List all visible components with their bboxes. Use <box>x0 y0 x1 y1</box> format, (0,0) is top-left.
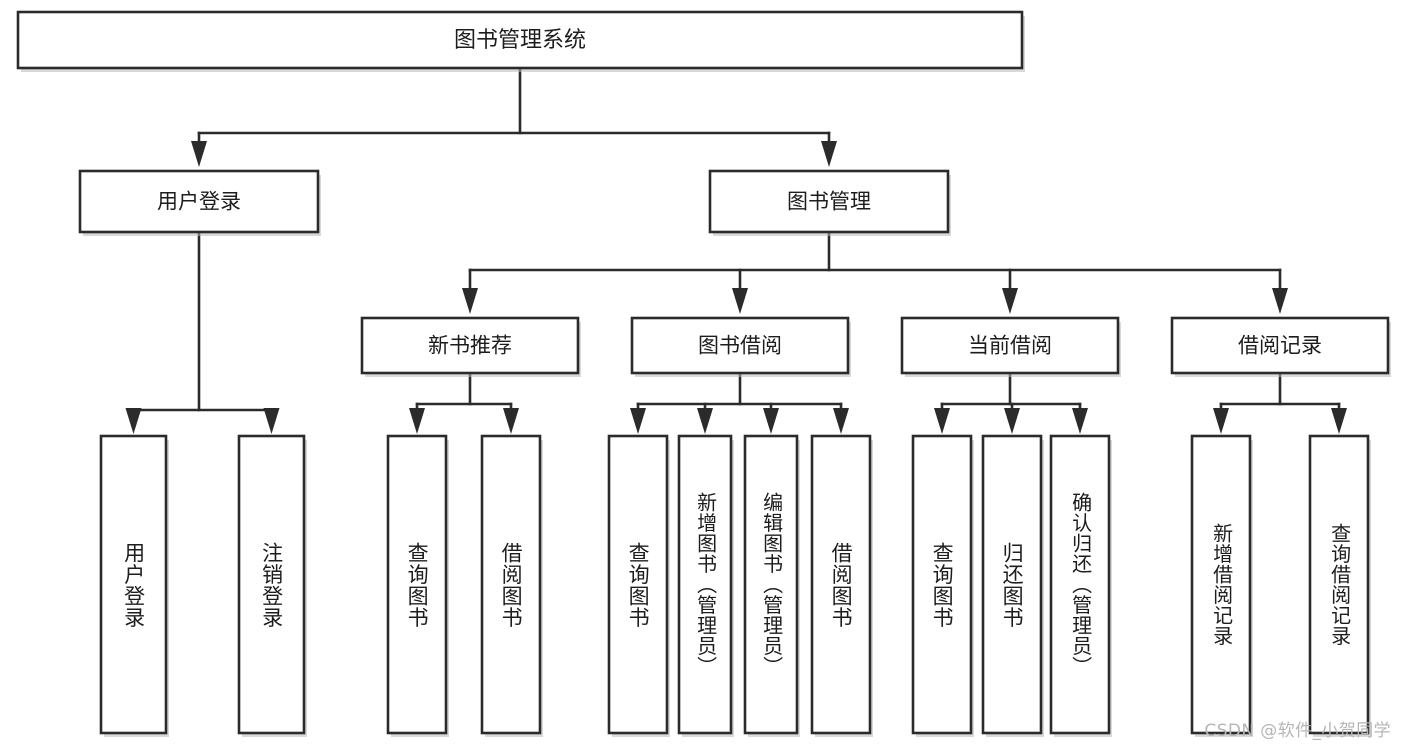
node-box-book-manage[interactable] <box>708 169 950 234</box>
arrow-head <box>462 288 478 314</box>
arrow-head <box>697 408 713 434</box>
arrow-head <box>409 408 425 434</box>
node-box-user-login[interactable] <box>78 169 320 234</box>
node-box-leaf-return-book[interactable] <box>981 434 1043 735</box>
arrow-head <box>1072 408 1088 434</box>
boxes-layer <box>16 10 1391 737</box>
arrow-head <box>1331 408 1347 434</box>
arrow-head <box>934 408 950 434</box>
node-label-book-borrow: 图书借阅 <box>698 334 782 358</box>
node-label-root: 图书管理系统 <box>454 28 586 53</box>
node-label-borrow-record: 借阅记录 <box>1238 334 1322 358</box>
node-label-new-book-rec: 新书推荐 <box>428 334 512 358</box>
arrow-head <box>1002 288 1018 314</box>
arrow-head <box>125 408 142 434</box>
arrow-head <box>191 141 207 167</box>
watermark-text: CSDN @软件_小贺同学 <box>1204 721 1391 741</box>
arrow-head <box>630 408 646 434</box>
arrow-head <box>1213 408 1229 434</box>
node-box-leaf-user-login[interactable] <box>99 434 168 735</box>
node-label-book-manage: 图书管理 <box>787 190 871 214</box>
node-box-book-borrow[interactable] <box>630 316 850 375</box>
arrow-head <box>1004 408 1020 434</box>
node-label-current-borrow: 当前借阅 <box>968 334 1052 358</box>
node-box-leaf-logout[interactable] <box>237 434 306 735</box>
arrow-head <box>503 408 519 434</box>
node-box-leaf-query-book-3[interactable] <box>911 434 973 735</box>
node-box-current-borrow[interactable] <box>900 316 1120 375</box>
node-box-leaf-query-book-2[interactable] <box>607 434 669 735</box>
arrow-head <box>833 408 849 434</box>
node-box-new-book-rec[interactable] <box>360 316 580 375</box>
node-box-leaf-borrow-book-2[interactable] <box>810 434 872 735</box>
node-box-leaf-confirm-return[interactable] <box>1049 434 1111 735</box>
node-box-leaf-borrow-book-1[interactable] <box>480 434 542 735</box>
arrow-head <box>732 288 748 314</box>
arrow-head <box>1272 288 1288 314</box>
node-box-leaf-query-book-1[interactable] <box>386 434 448 735</box>
node-box-leaf-edit-book[interactable] <box>743 434 799 735</box>
node-box-root[interactable] <box>16 10 1024 70</box>
arrow-head <box>763 408 779 434</box>
node-label-user-login: 用户登录 <box>157 190 241 214</box>
arrow-head <box>821 141 837 167</box>
node-box-borrow-record[interactable] <box>1170 316 1390 375</box>
arrow-head <box>263 408 280 434</box>
node-box-leaf-query-record[interactable] <box>1308 434 1370 735</box>
node-box-leaf-add-book[interactable] <box>677 434 733 735</box>
edges-layer <box>125 66 1347 434</box>
node-box-leaf-add-record[interactable] <box>1190 434 1252 735</box>
